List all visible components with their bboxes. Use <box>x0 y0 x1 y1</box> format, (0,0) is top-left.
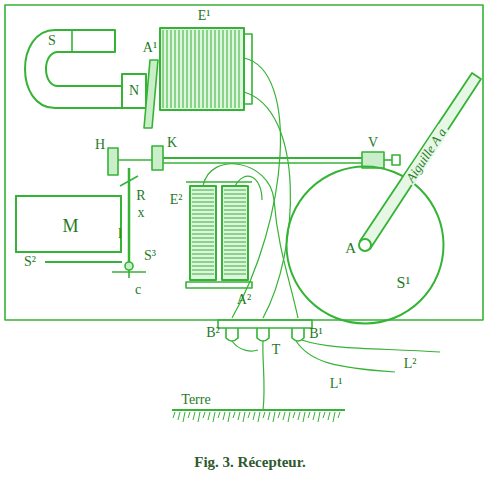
line-wire-l1 <box>296 341 395 372</box>
coil-yoke <box>186 181 252 183</box>
dial-disc: A S¹ <box>285 165 445 325</box>
dial-outline <box>285 165 445 325</box>
pivot <box>125 262 133 270</box>
push-rod <box>163 157 362 159</box>
ground-line <box>172 409 345 411</box>
armature-label: A² <box>237 293 251 307</box>
terminal-bar <box>218 320 312 328</box>
stop-h <box>108 148 118 175</box>
line-label: L² <box>404 357 417 371</box>
terminal-b1 <box>292 328 304 341</box>
terminal-label: B¹ <box>309 327 323 341</box>
rod-end <box>384 159 392 161</box>
ground-label: Terre <box>181 393 210 407</box>
motor-box: M <box>15 195 122 253</box>
lever-label: l <box>118 227 122 241</box>
armature <box>144 60 158 128</box>
stop-k <box>152 146 163 170</box>
lever-label: R <box>136 189 145 203</box>
coil-e2 <box>222 186 248 280</box>
armature-a2 <box>186 282 252 288</box>
spring-label: S² <box>24 255 36 269</box>
coil-e2 <box>190 186 216 280</box>
rod-end <box>392 155 400 165</box>
part-letter: S¹ <box>397 275 411 291</box>
needle-label: Aiguille A a <box>402 124 449 186</box>
push-rod <box>163 162 362 164</box>
line-label: L¹ <box>330 377 343 391</box>
spring-rod <box>45 261 122 263</box>
wire <box>235 176 262 200</box>
coil-label: E² <box>170 193 183 207</box>
line-wire-l2 <box>302 340 440 352</box>
lever-label: x <box>138 206 145 220</box>
ground-wire <box>263 341 264 410</box>
terminal-label: B² <box>206 326 220 340</box>
lever-arm <box>118 159 152 161</box>
part-letter: A <box>345 241 356 256</box>
terminal-t <box>257 328 269 341</box>
part-letter: M <box>62 217 78 235</box>
pole-label: N <box>129 84 139 98</box>
pivot-base <box>112 270 146 278</box>
stop-label: K <box>167 136 177 150</box>
pole-piece <box>122 74 146 108</box>
terminal-b2 <box>226 328 238 341</box>
hub <box>359 239 371 251</box>
magnet-end <box>71 30 73 52</box>
lever-x <box>120 176 138 186</box>
wire <box>232 341 258 351</box>
magnet-label: S <box>48 34 56 48</box>
coil-e1 <box>160 28 244 110</box>
needle <box>360 73 481 249</box>
wire <box>232 58 280 318</box>
wire <box>244 92 290 318</box>
wire <box>203 164 298 318</box>
coil-label: E¹ <box>198 9 211 23</box>
horseshoe-magnet <box>25 30 122 108</box>
ground-hatching <box>173 412 340 422</box>
coil-windings <box>192 190 246 274</box>
lever-r <box>128 168 131 268</box>
figure-caption: Fig. 3. Récepteur. <box>194 454 306 471</box>
terminal-label: T <box>272 343 281 357</box>
pivot-label: c <box>135 283 141 297</box>
stop-label: H <box>95 138 105 152</box>
armature-label: A¹ <box>143 41 157 55</box>
coil-windings <box>163 30 239 108</box>
base-board <box>5 5 483 320</box>
screw-label: V <box>368 136 378 150</box>
spring-label: S³ <box>144 249 156 263</box>
